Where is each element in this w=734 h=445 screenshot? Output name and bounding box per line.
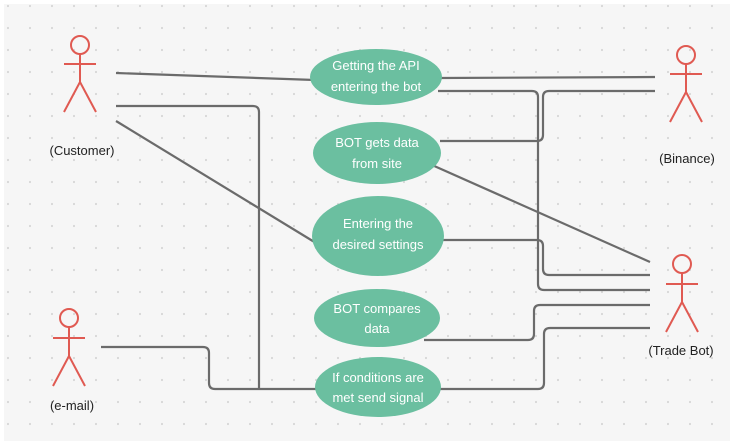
actors xyxy=(52,35,703,387)
actor-label-trade-bot: (Trade Bot) xyxy=(648,343,713,358)
connector-settings-tradebot xyxy=(441,238,650,277)
connector-customer-api xyxy=(115,71,316,82)
connector-data-binance xyxy=(440,89,655,143)
actor-email-icon xyxy=(52,308,86,387)
connector-customer-email-signal xyxy=(116,104,261,389)
use-case-label: Entering the xyxy=(343,216,413,231)
connector-api-binance xyxy=(439,75,656,80)
actor-trade-bot-icon xyxy=(665,254,699,333)
use-case-label: BOT gets data xyxy=(335,135,419,150)
use-case-send-signal: If conditions are met send signal xyxy=(315,357,441,417)
use-case-label: If conditions are xyxy=(332,370,424,385)
actor-label-binance: (Binance) xyxy=(659,151,715,166)
actor-label-customer: (Customer) xyxy=(49,143,114,158)
actor-customer-icon xyxy=(63,35,97,113)
connector-data-tradebot xyxy=(431,163,651,264)
use-case-getting-api: Getting the API entering the bot xyxy=(310,49,442,105)
actor-binance-icon xyxy=(669,45,703,123)
connectors xyxy=(101,71,656,391)
use-case-label: from site xyxy=(352,156,402,171)
connector-api-tradebot xyxy=(438,89,650,292)
use-case-label: desired settings xyxy=(332,237,424,252)
use-case-bot-compares: BOT compares data xyxy=(314,289,440,347)
connector-customer-settings xyxy=(115,120,317,244)
use-case-label: data xyxy=(364,321,390,336)
use-case-label: BOT compares xyxy=(333,301,421,316)
connector-signal-tradebot xyxy=(439,326,650,391)
use-case-label: met send signal xyxy=(332,390,423,405)
use-case-label: entering the bot xyxy=(331,79,422,94)
use-case-entering-settings: Entering the desired settings xyxy=(312,196,444,276)
use-cases: Getting the API entering the bot BOT get… xyxy=(310,49,444,417)
connector-compare-tradebot xyxy=(424,303,650,342)
connector-email-signal xyxy=(101,345,322,391)
use-case-bot-gets-data: BOT gets data from site xyxy=(313,122,441,184)
use-case-label: Getting the API xyxy=(332,58,419,73)
actor-label-email: (e-mail) xyxy=(50,398,94,413)
